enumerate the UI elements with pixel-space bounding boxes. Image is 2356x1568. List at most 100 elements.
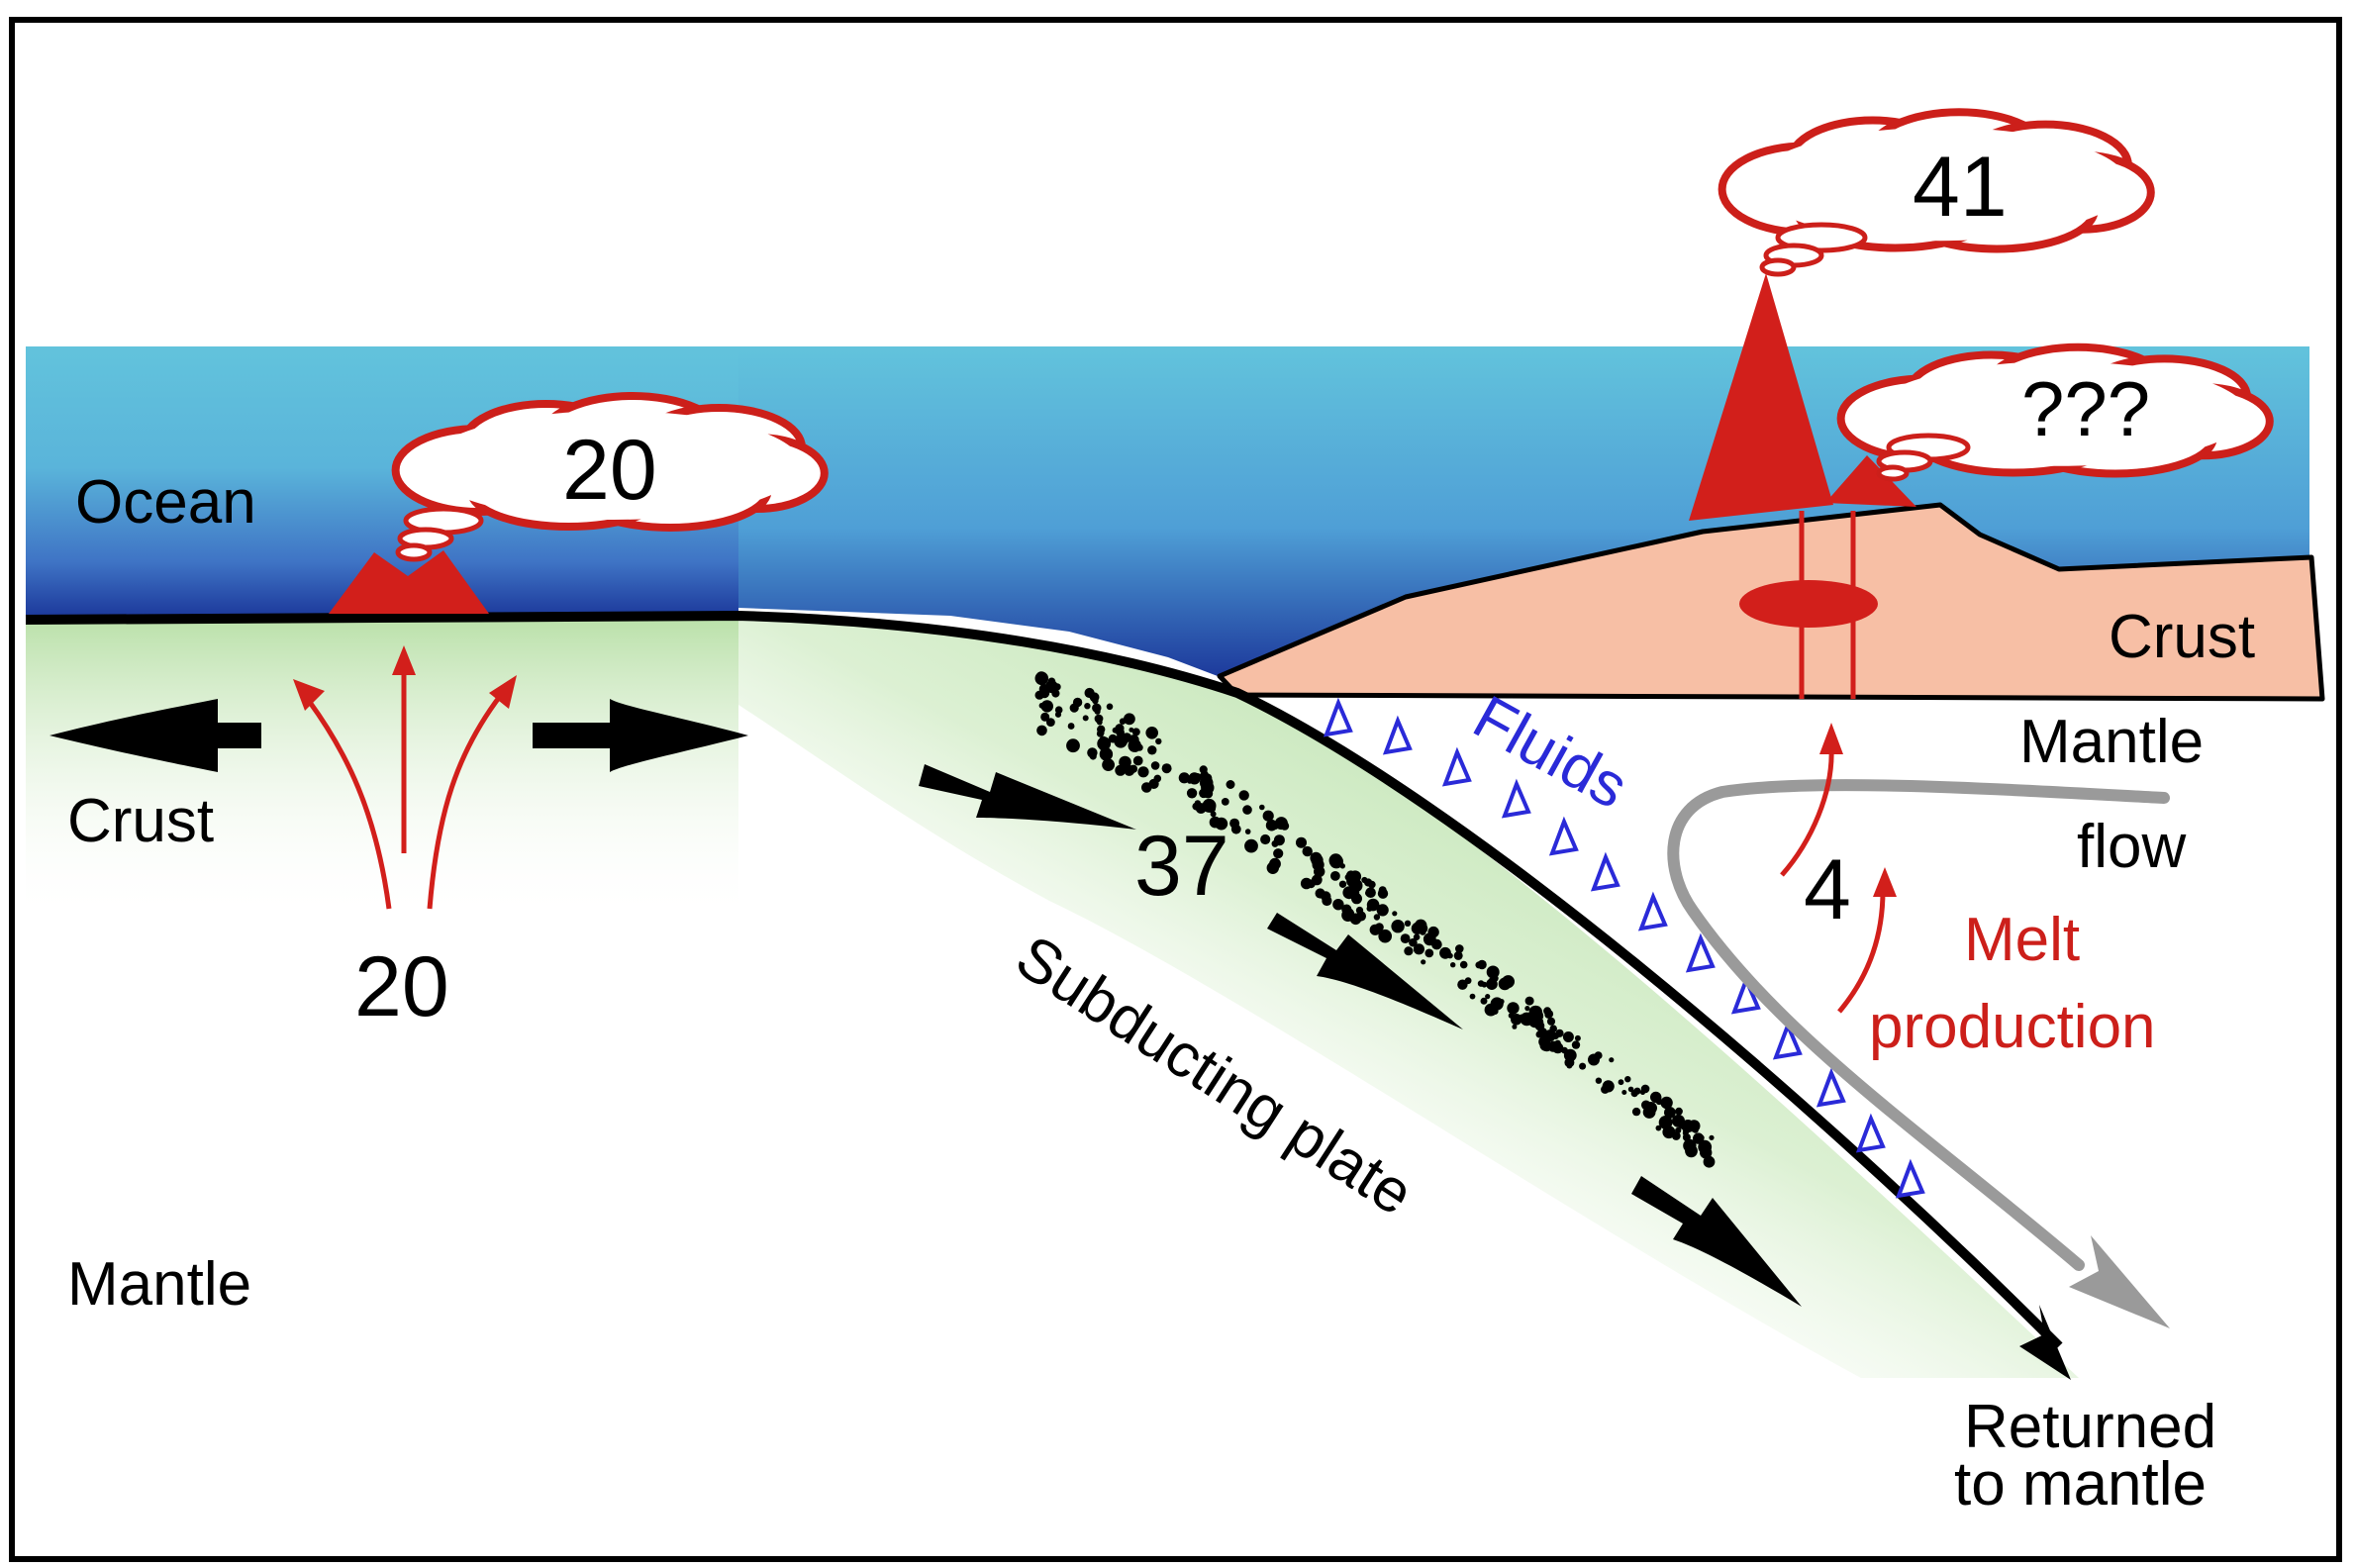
sediment-particle (1480, 997, 1488, 1005)
ridge-arrowheads (293, 645, 517, 711)
fluid-marker (1548, 816, 1579, 856)
sediment-particle (1631, 1107, 1641, 1117)
sediment-particle (1486, 965, 1500, 979)
sediment-particle (1355, 911, 1366, 922)
spreading-arrow-right (533, 699, 748, 772)
sediment-particle (1703, 1155, 1716, 1168)
sediment-particle (1036, 725, 1047, 736)
sediment-particle (1409, 937, 1418, 947)
sediment-particle (1260, 833, 1271, 845)
sediment-particle (1116, 728, 1125, 737)
fluid-marker (1441, 746, 1472, 787)
sediment-particle (1512, 1024, 1518, 1029)
sediment-particle (1693, 1132, 1705, 1144)
ridge-output-value: 20 (562, 423, 657, 518)
mantle-flow-label-2: flow (2077, 813, 2186, 881)
sediment-particle (1595, 1077, 1603, 1084)
sediment-particle (1082, 715, 1089, 722)
crust-left-label: Crust (67, 787, 214, 855)
fluids-label: Fluids (1462, 683, 1638, 823)
sediment-particle (1378, 886, 1387, 895)
sediment-particle (1413, 933, 1421, 940)
sediment-particle (1475, 961, 1483, 969)
fluid-marker (1323, 697, 1353, 737)
ocean-plate-left (26, 616, 738, 921)
melt-label-2: production (1869, 993, 2156, 1061)
unknown-output-value: ??? (2021, 365, 2150, 452)
sediment-particle (1201, 781, 1215, 795)
sediment-particle (1391, 920, 1405, 933)
returned-label-1: Returned (1964, 1393, 2216, 1461)
sediment-particle (1242, 805, 1252, 815)
sediment-particle (1338, 880, 1347, 888)
fluid-marker (1816, 1067, 1846, 1108)
sediment-particle (1709, 1134, 1715, 1140)
plate-surface-line (25, 610, 2063, 1350)
crust-right-label: Crust (2109, 603, 2255, 671)
sediment-particle (1486, 978, 1498, 990)
mantle-flow-arrowhead (2069, 1235, 2170, 1328)
sediment-particle (1307, 879, 1316, 889)
sediment-particle (1153, 774, 1162, 783)
ridge-upwelling-arrows (306, 669, 503, 910)
sediment-particle (1455, 944, 1464, 953)
sediment-particle (1423, 932, 1436, 946)
sediment-particle (1344, 873, 1352, 881)
diagram-frame (9, 17, 2342, 1562)
melt-arrows (1780, 746, 1886, 1014)
sediment-particle (1627, 1086, 1634, 1093)
sediment-particle (1618, 1079, 1624, 1086)
sediment-particle (1273, 848, 1284, 859)
cloud-ridge (391, 392, 829, 562)
sediment-particle (1129, 764, 1138, 773)
sediment-particle (1106, 703, 1114, 711)
sediment-particle (1490, 997, 1504, 1011)
sediment-particle (1524, 1006, 1530, 1012)
sediment-particle (1571, 1040, 1581, 1049)
sediment-particle (1312, 858, 1325, 871)
sediment-particle (1579, 1062, 1587, 1070)
sediment-particle (1092, 697, 1099, 705)
sediment-particle (1269, 857, 1281, 870)
cloud-fill (1752, 127, 2128, 242)
sediment-particle (1421, 959, 1426, 965)
fluid-marker (1772, 1020, 1803, 1060)
sediment-particle (1328, 853, 1343, 868)
sediment-particle (1161, 763, 1172, 774)
sediment-particle (1365, 890, 1371, 896)
sediment-particle (1485, 994, 1491, 1000)
fluid-marker (1730, 974, 1761, 1015)
sediment-particle (1660, 1096, 1673, 1110)
sediment-particle (1378, 929, 1392, 943)
sediment-particle (1376, 904, 1389, 917)
sediment-particle (1404, 920, 1412, 927)
sediment-particle (1640, 1084, 1650, 1094)
sediment-particle (1262, 810, 1274, 822)
sediment-particle (1502, 975, 1515, 989)
fluid-marker (1501, 778, 1531, 819)
mantle-left-label: Mantle (67, 1250, 251, 1319)
returned-label-2: to mantle (1954, 1450, 2207, 1519)
sediment-particle (1662, 1126, 1676, 1139)
sediment-particle (1145, 727, 1158, 739)
sediment-particle (1210, 811, 1217, 818)
sediment-particle (1348, 878, 1363, 893)
sediment-particle (1137, 766, 1149, 778)
sediment-particle (1102, 758, 1115, 771)
sediment-particle (1221, 798, 1229, 806)
sediment-particle (1271, 822, 1280, 831)
sediment-particle (1034, 671, 1049, 686)
sediment-particle (1124, 713, 1135, 726)
sediment-particle (1562, 1031, 1574, 1042)
sediment-particle (1193, 773, 1202, 782)
sediment-particle (1084, 687, 1095, 699)
sediment-particle (1302, 845, 1313, 857)
sediment-particle (1400, 933, 1411, 943)
subduction-arrowhead (2019, 1305, 2071, 1380)
sediment-particle (1229, 818, 1240, 829)
sediment-particle (1226, 780, 1235, 789)
sediment-particle (1135, 743, 1143, 751)
sediment-particle (1067, 723, 1075, 730)
sediment-particle (1089, 752, 1097, 760)
sediment-particle (1621, 1090, 1627, 1095)
